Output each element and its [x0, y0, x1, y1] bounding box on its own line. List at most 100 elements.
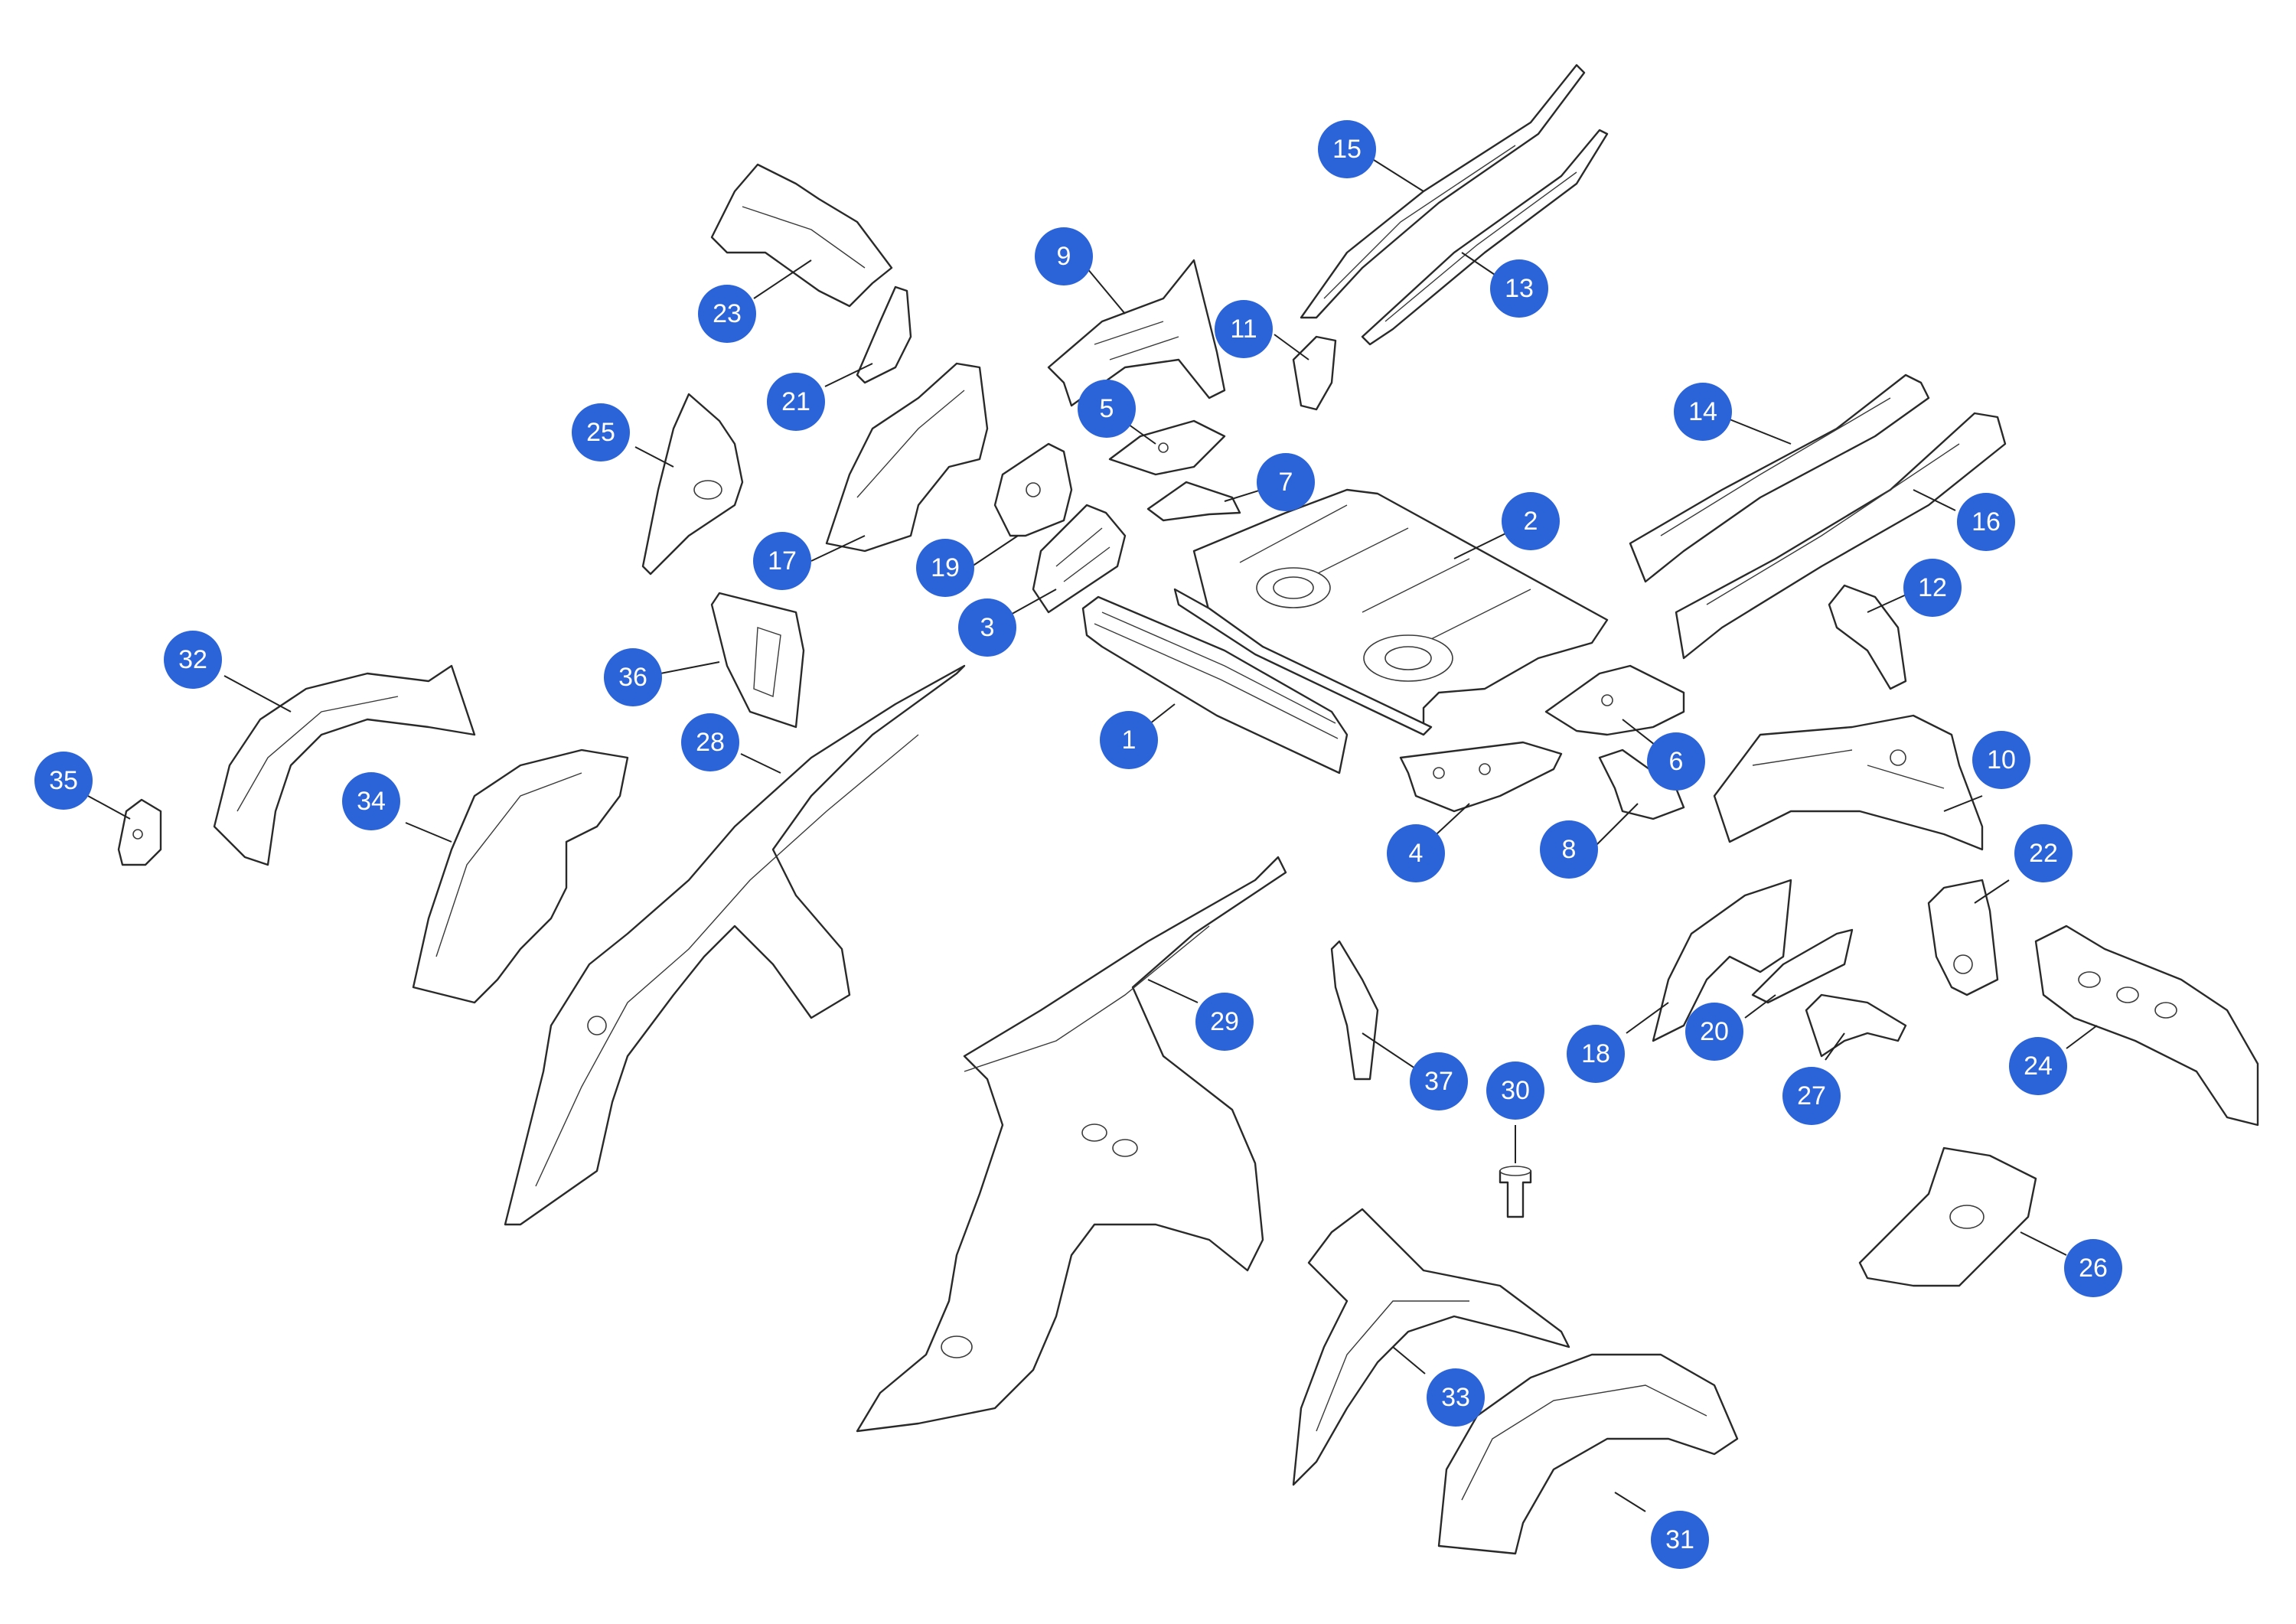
- parts-layer: [117, 64, 2259, 1555]
- callout-7[interactable]: 7: [1257, 453, 1315, 511]
- callout-label: 5: [1100, 394, 1114, 423]
- part-20-bracket: [1751, 928, 1854, 1004]
- callout-label: 10: [1987, 745, 2016, 774]
- part-14-side-rail: [1629, 373, 1930, 583]
- callout-badges: 1 2 3 4 5 6 7 8 9 10 11 12 13 14 15 16 1…: [34, 120, 2122, 1569]
- part-15-roof-rail: [1300, 64, 1586, 319]
- callout-37[interactable]: 37: [1410, 1052, 1468, 1110]
- callout-13[interactable]: 13: [1490, 259, 1548, 318]
- leader-14: [1729, 419, 1792, 445]
- callout-4[interactable]: 4: [1387, 824, 1445, 882]
- callout-label: 12: [1918, 573, 1947, 602]
- callout-label: 13: [1505, 274, 1534, 303]
- callout-label: 4: [1409, 839, 1424, 868]
- callout-label: 26: [2079, 1254, 2108, 1283]
- callout-label: 11: [1230, 315, 1257, 344]
- part-7-small-bracket: [1146, 481, 1241, 522]
- callout-36[interactable]: 36: [604, 648, 662, 706]
- callout-11[interactable]: 11: [1215, 300, 1273, 358]
- callout-29[interactable]: 29: [1195, 993, 1254, 1051]
- leader-29: [1147, 979, 1199, 1003]
- callout-6[interactable]: 6: [1647, 732, 1705, 791]
- part-12-pillar-piece: [1828, 584, 1907, 690]
- leader-15: [1373, 159, 1424, 192]
- part-29-inner-quarter-panel: [856, 856, 1287, 1433]
- callout-35[interactable]: 35: [34, 752, 93, 810]
- part-23-upper-reinforcement: [710, 163, 893, 308]
- callout-24[interactable]: 24: [2009, 1037, 2067, 1095]
- part-34-quarter-inner-lower: [412, 748, 629, 1004]
- callout-3[interactable]: 3: [958, 598, 1016, 657]
- callout-31[interactable]: 31: [1651, 1511, 1709, 1569]
- part-22-bracket: [1927, 879, 1999, 996]
- leader-10: [1943, 795, 1983, 812]
- leader-37: [1362, 1032, 1420, 1072]
- callout-label: 20: [1700, 1017, 1729, 1046]
- leader-28: [740, 753, 781, 774]
- callout-1[interactable]: 1: [1100, 711, 1158, 769]
- callout-12[interactable]: 12: [1903, 559, 1962, 617]
- callout-label: 37: [1424, 1067, 1453, 1096]
- leader-18: [1626, 1002, 1669, 1034]
- callout-label: 28: [696, 728, 725, 757]
- callout-15[interactable]: 15: [1318, 120, 1376, 178]
- part-35-small-bracket: [117, 798, 162, 866]
- callout-30[interactable]: 30: [1486, 1061, 1544, 1120]
- callout-21[interactable]: 21: [767, 373, 825, 431]
- callout-label: 33: [1441, 1383, 1470, 1412]
- callout-label: 14: [1688, 397, 1717, 426]
- leader-20: [1744, 994, 1776, 1019]
- callout-23[interactable]: 23: [698, 285, 756, 343]
- part-8-bracket: [1598, 748, 1685, 820]
- callout-22[interactable]: 22: [2014, 824, 2073, 882]
- part-6-crossmember-bracket: [1544, 664, 1685, 736]
- callout-9[interactable]: 9: [1035, 227, 1093, 285]
- callout-20[interactable]: 20: [1685, 1003, 1743, 1061]
- callout-label: 3: [980, 613, 995, 642]
- part-2-rear-floor-panel: [1173, 488, 1609, 736]
- leader-12: [1867, 592, 1910, 613]
- part-26-rear-panel: [1858, 1146, 2037, 1287]
- part-30-bolt: [1499, 1166, 1532, 1218]
- leader-19: [971, 535, 1019, 567]
- leader-24: [2066, 1025, 2098, 1049]
- part-5-small-plate: [1108, 419, 1226, 476]
- leader-22: [1974, 879, 2010, 904]
- callout-label: 24: [2024, 1052, 2053, 1081]
- callout-28[interactable]: 28: [681, 713, 739, 771]
- callout-16[interactable]: 16: [1957, 493, 2015, 551]
- leader-8: [1591, 803, 1639, 850]
- callout-5[interactable]: 5: [1078, 380, 1136, 438]
- callout-32[interactable]: 32: [164, 631, 222, 689]
- leader-23: [753, 259, 812, 299]
- callout-label: 29: [1210, 1007, 1239, 1036]
- callout-label: 31: [1665, 1525, 1694, 1554]
- callout-19[interactable]: 19: [916, 539, 974, 597]
- callout-label: 22: [2029, 839, 2058, 868]
- leader-27: [1825, 1032, 1845, 1061]
- leader-26: [2020, 1231, 2067, 1256]
- callout-label: 35: [49, 766, 78, 795]
- callout-17[interactable]: 17: [753, 532, 811, 590]
- callout-34[interactable]: 34: [342, 772, 400, 830]
- part-9-wheelhouse-reinforcement: [1047, 259, 1226, 407]
- callout-25[interactable]: 25: [572, 403, 630, 461]
- callout-label: 21: [781, 387, 810, 416]
- callout-14[interactable]: 14: [1674, 383, 1732, 441]
- callout-label: 15: [1332, 135, 1362, 164]
- callout-18[interactable]: 18: [1567, 1025, 1625, 1083]
- part-4-bracket-plate: [1399, 741, 1563, 813]
- part-28-outer-quarter-frame: [504, 664, 966, 1226]
- callout-10[interactable]: 10: [1972, 731, 2030, 789]
- callout-26[interactable]: 26: [2064, 1239, 2122, 1297]
- part-21-small-pillar-piece: [856, 285, 912, 384]
- leader-35: [87, 795, 131, 820]
- callout-label: 27: [1797, 1081, 1826, 1110]
- callout-33[interactable]: 33: [1427, 1368, 1485, 1427]
- callout-8[interactable]: 8: [1540, 820, 1598, 879]
- part-25-panel: [641, 393, 744, 576]
- callout-27[interactable]: 27: [1782, 1067, 1841, 1125]
- part-11-small-bracket: [1292, 335, 1337, 411]
- callout-2[interactable]: 2: [1502, 492, 1560, 550]
- part-36-reinforcement: [710, 592, 805, 729]
